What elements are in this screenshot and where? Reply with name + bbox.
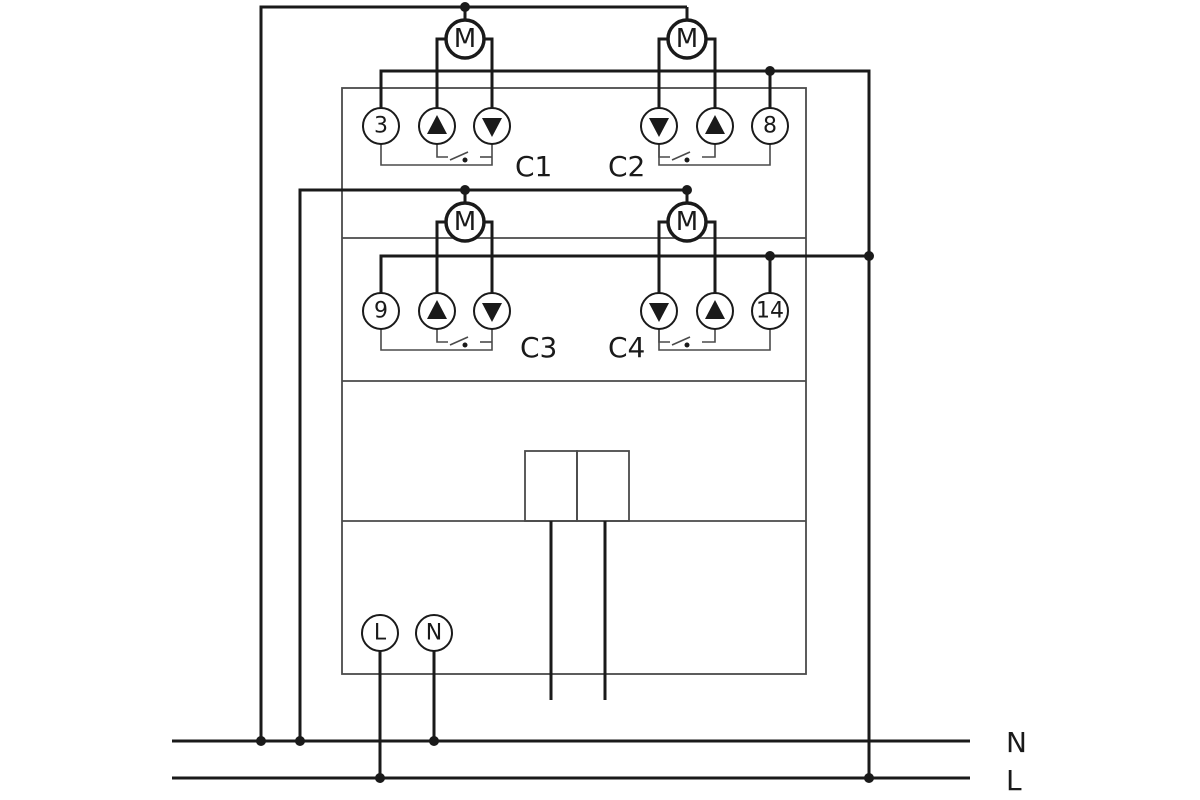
motor-3-label: M bbox=[454, 207, 476, 237]
terminal-3: 3 bbox=[362, 107, 400, 145]
motor-1-label: M bbox=[454, 24, 476, 54]
internal-wiring bbox=[380, 144, 771, 351]
contact-pivots bbox=[462, 157, 690, 348]
motor-2-icon: M bbox=[666, 18, 708, 60]
bus-connector-right bbox=[576, 450, 630, 522]
up-arrow-icon bbox=[418, 292, 456, 330]
terminal-14: 14 bbox=[751, 292, 789, 330]
svg-text:L: L bbox=[374, 621, 387, 646]
junction-dots bbox=[256, 2, 874, 783]
terminal-9: 9 bbox=[362, 292, 400, 330]
terminal-L: L bbox=[361, 614, 399, 652]
channel-label-c3: C3 bbox=[520, 331, 557, 364]
external-wiring bbox=[172, 5, 970, 780]
channel-label-c2: C2 bbox=[608, 150, 645, 183]
channel-label-c1: C1 bbox=[515, 150, 552, 183]
up-arrow-icon bbox=[696, 107, 734, 145]
channel-label-c4: C4 bbox=[608, 331, 645, 364]
line-rail-label: L bbox=[1006, 764, 1022, 797]
actuator-housing bbox=[341, 87, 807, 675]
bus-connector-left bbox=[524, 450, 578, 522]
down-arrow-icon bbox=[473, 107, 511, 145]
svg-text:8: 8 bbox=[763, 114, 777, 139]
terminal-N: N bbox=[415, 614, 453, 652]
up-arrow-icon bbox=[418, 107, 456, 145]
down-arrow-icon bbox=[640, 107, 678, 145]
svg-text:N: N bbox=[426, 621, 442, 646]
svg-text:3: 3 bbox=[374, 114, 388, 139]
svg-text:14: 14 bbox=[756, 299, 784, 324]
down-arrow-icon bbox=[473, 292, 511, 330]
down-arrow-icon bbox=[640, 292, 678, 330]
terminal-8: 8 bbox=[751, 107, 789, 145]
motor-3-icon: M bbox=[444, 201, 486, 243]
motor-4-icon: M bbox=[666, 201, 708, 243]
motor-2-label: M bbox=[676, 24, 698, 54]
motor-4-label: M bbox=[676, 207, 698, 237]
motor-1-icon: M bbox=[444, 18, 486, 60]
svg-text:9: 9 bbox=[374, 299, 388, 324]
neutral-rail-label: N bbox=[1006, 726, 1027, 759]
bus-connector-leads bbox=[549, 521, 607, 700]
up-arrow-icon bbox=[696, 292, 734, 330]
